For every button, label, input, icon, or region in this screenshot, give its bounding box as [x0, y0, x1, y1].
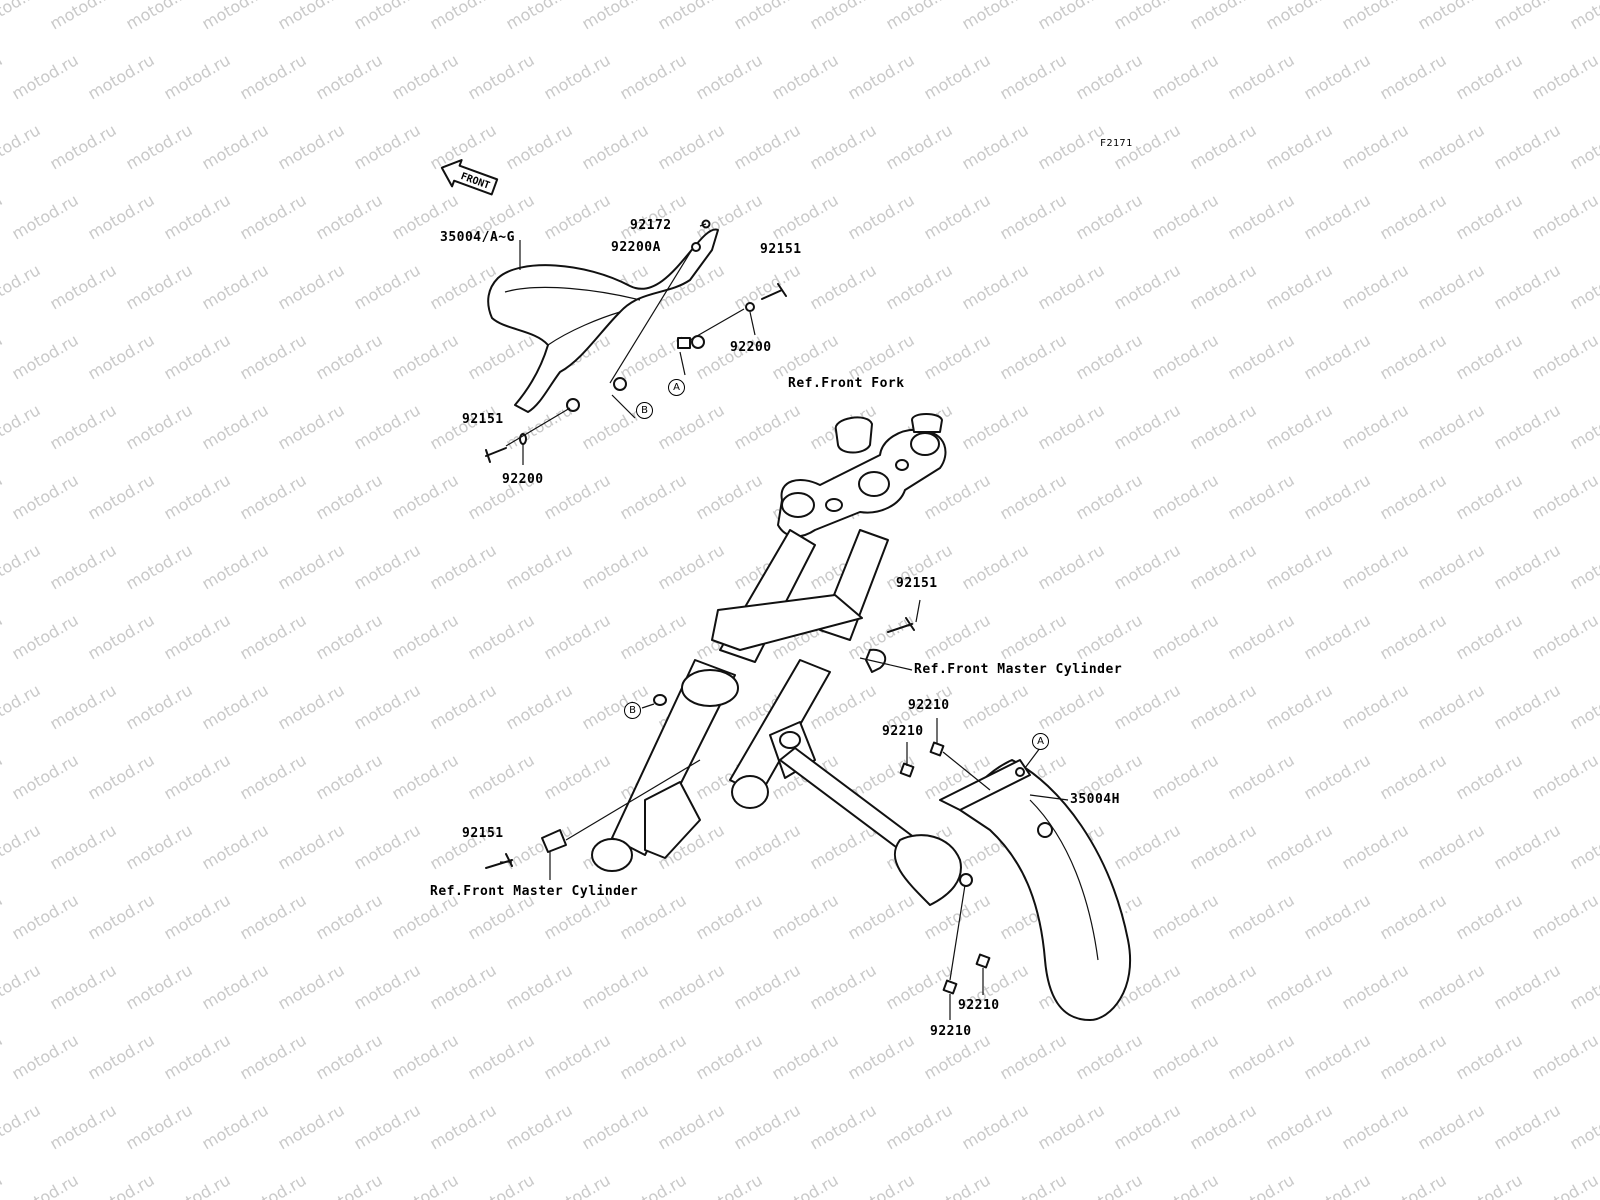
label-35004-a-g: 35004/A~G: [440, 230, 515, 245]
lower-hardware: [485, 617, 991, 995]
label-92200a: 92200A: [611, 240, 661, 255]
inner-fender-part: [487, 228, 719, 413]
upper-leader-lines: [505, 223, 756, 465]
label-92151-bottom: 92151: [462, 826, 504, 841]
label-ref-front-fork: Ref.Front Fork: [788, 376, 905, 391]
label-92200-left: 92200: [502, 472, 544, 487]
label-92210-3: 92210: [958, 998, 1000, 1013]
front-fork-assembly: [591, 413, 947, 872]
lower-leader-lines: [500, 599, 1069, 1020]
marker-a-lower: A: [1032, 733, 1049, 750]
label-92172: 92172: [630, 218, 672, 233]
label-35004h: 35004H: [1070, 792, 1120, 807]
marker-b-upper: B: [636, 402, 653, 419]
label-92200-right: 92200: [730, 340, 772, 355]
label-ref-master-cylinder-right: Ref.Front Master Cylinder: [914, 662, 1123, 677]
front-direction-arrow: FRONT: [440, 159, 499, 196]
label-92210-2: 92210: [882, 724, 924, 739]
marker-b-lower: B: [624, 702, 641, 719]
label-ref-master-cylinder-left: Ref.Front Master Cylinder: [430, 884, 639, 899]
label-92210-4: 92210: [930, 1024, 972, 1039]
marker-a-upper: A: [668, 379, 685, 396]
front-fender-part: [893, 759, 1131, 1021]
figure-code: F2171: [1100, 138, 1133, 149]
label-92151-left: 92151: [462, 412, 504, 427]
label-92151-top: 92151: [760, 242, 802, 257]
label-92151-mid: 92151: [896, 576, 938, 591]
label-92210-1: 92210: [908, 698, 950, 713]
